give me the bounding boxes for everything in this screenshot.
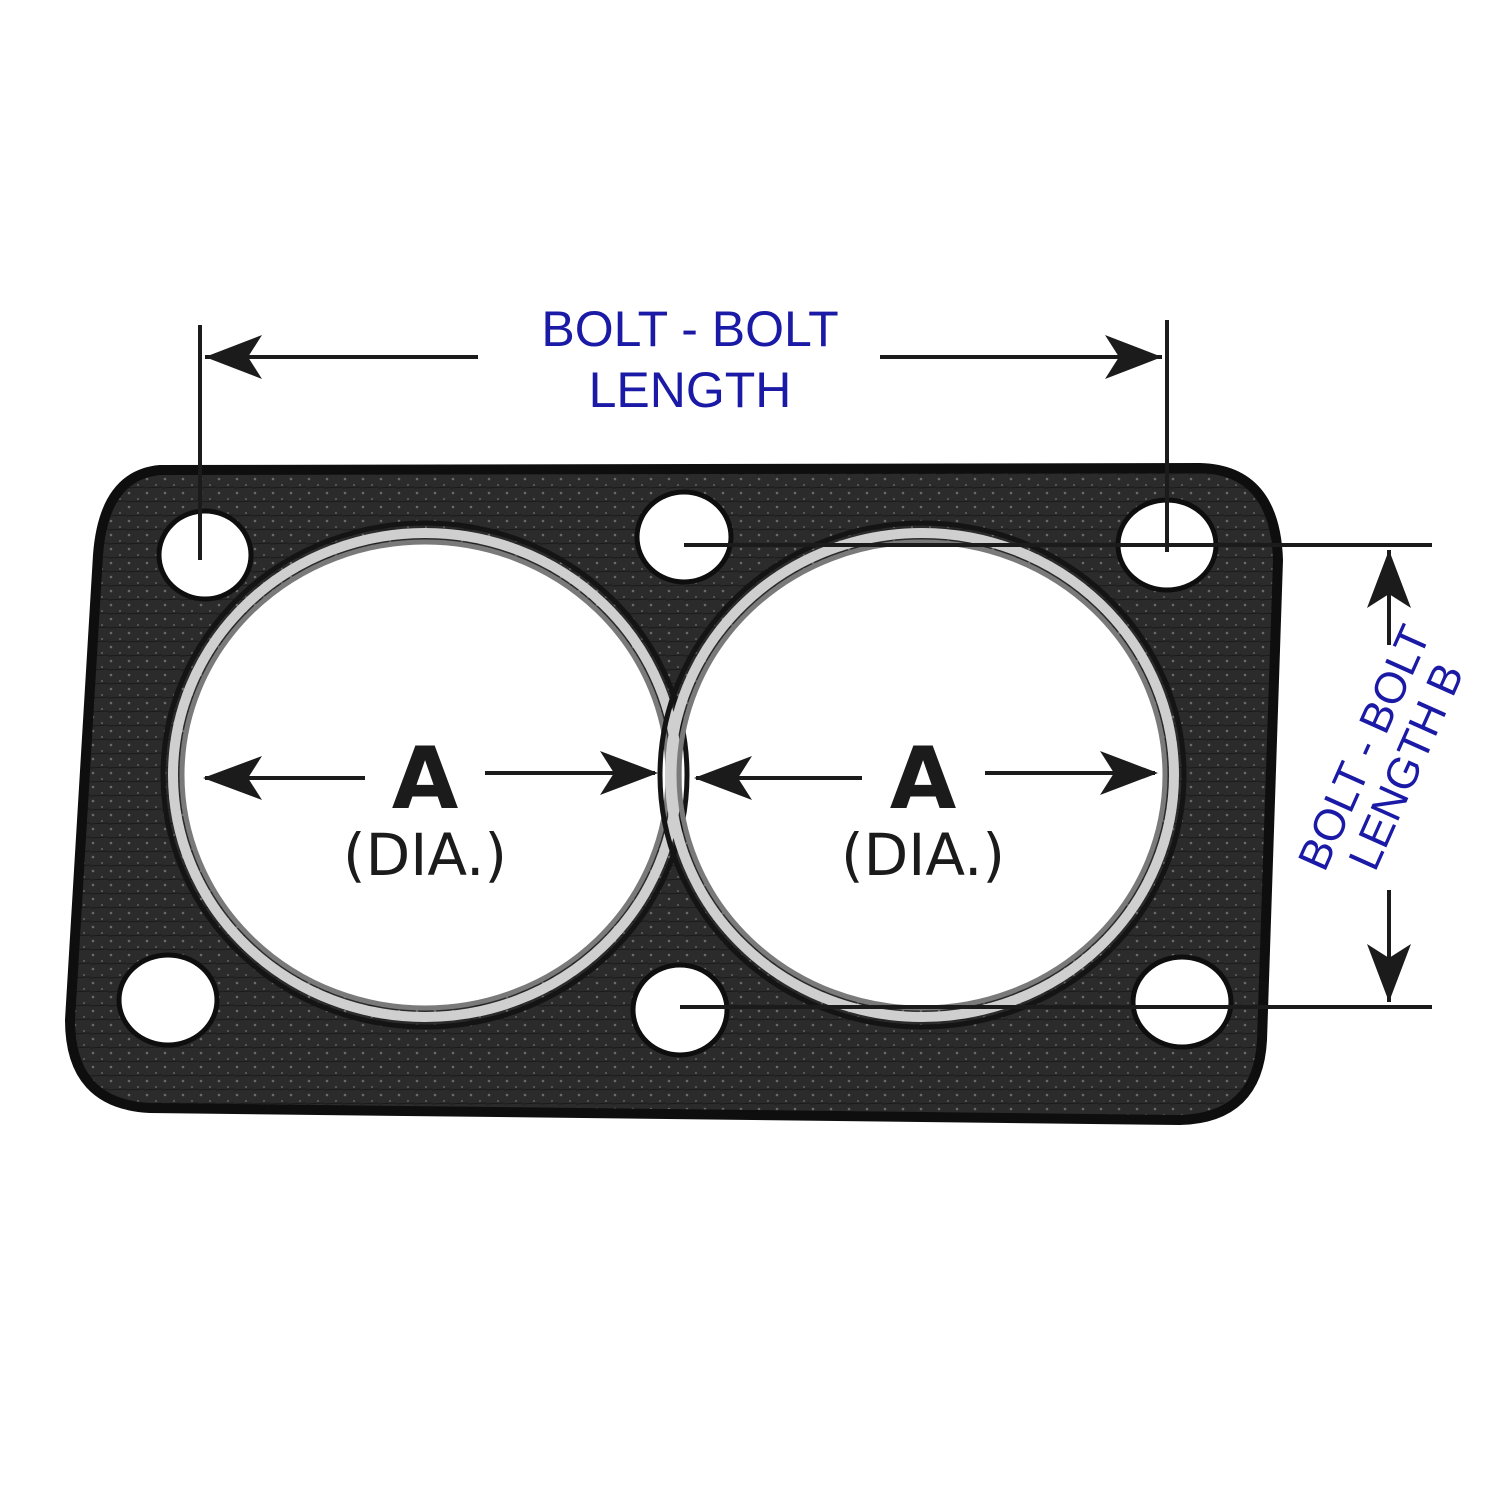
bolt-length-label-line2: LENGTH [589,362,792,418]
dimension-lines [198,320,1432,1009]
diameter-note-left: (DIA.) [343,821,507,889]
arrow-left-icon [203,756,262,800]
bolt-hole-top-left [156,508,254,602]
diameter-note-right: (DIA.) [841,821,1005,889]
diameter-letter-right: A [890,729,957,829]
arrow-down-icon [1367,944,1411,1002]
arrow-right-icon [1105,335,1162,379]
bolt-hole-top-middle [634,489,734,585]
bolt-hole-bottom-left [116,952,220,1048]
bolt-hole-bottom-middle [630,962,730,1058]
bolt-length-b-label: BOLT - BOLT LENGTH B [1289,618,1474,877]
arrow-left-icon [205,335,262,379]
diameter-letter-left: A [392,729,459,829]
arrow-up-icon [1367,550,1411,608]
bolt-hole-bottom-right [1130,954,1234,1050]
arrow-right-icon [1100,751,1158,795]
bolt-length-label-line1: BOLT - BOLT [541,301,838,357]
arrow-right-icon [600,751,658,795]
arrow-left-icon [694,756,752,800]
